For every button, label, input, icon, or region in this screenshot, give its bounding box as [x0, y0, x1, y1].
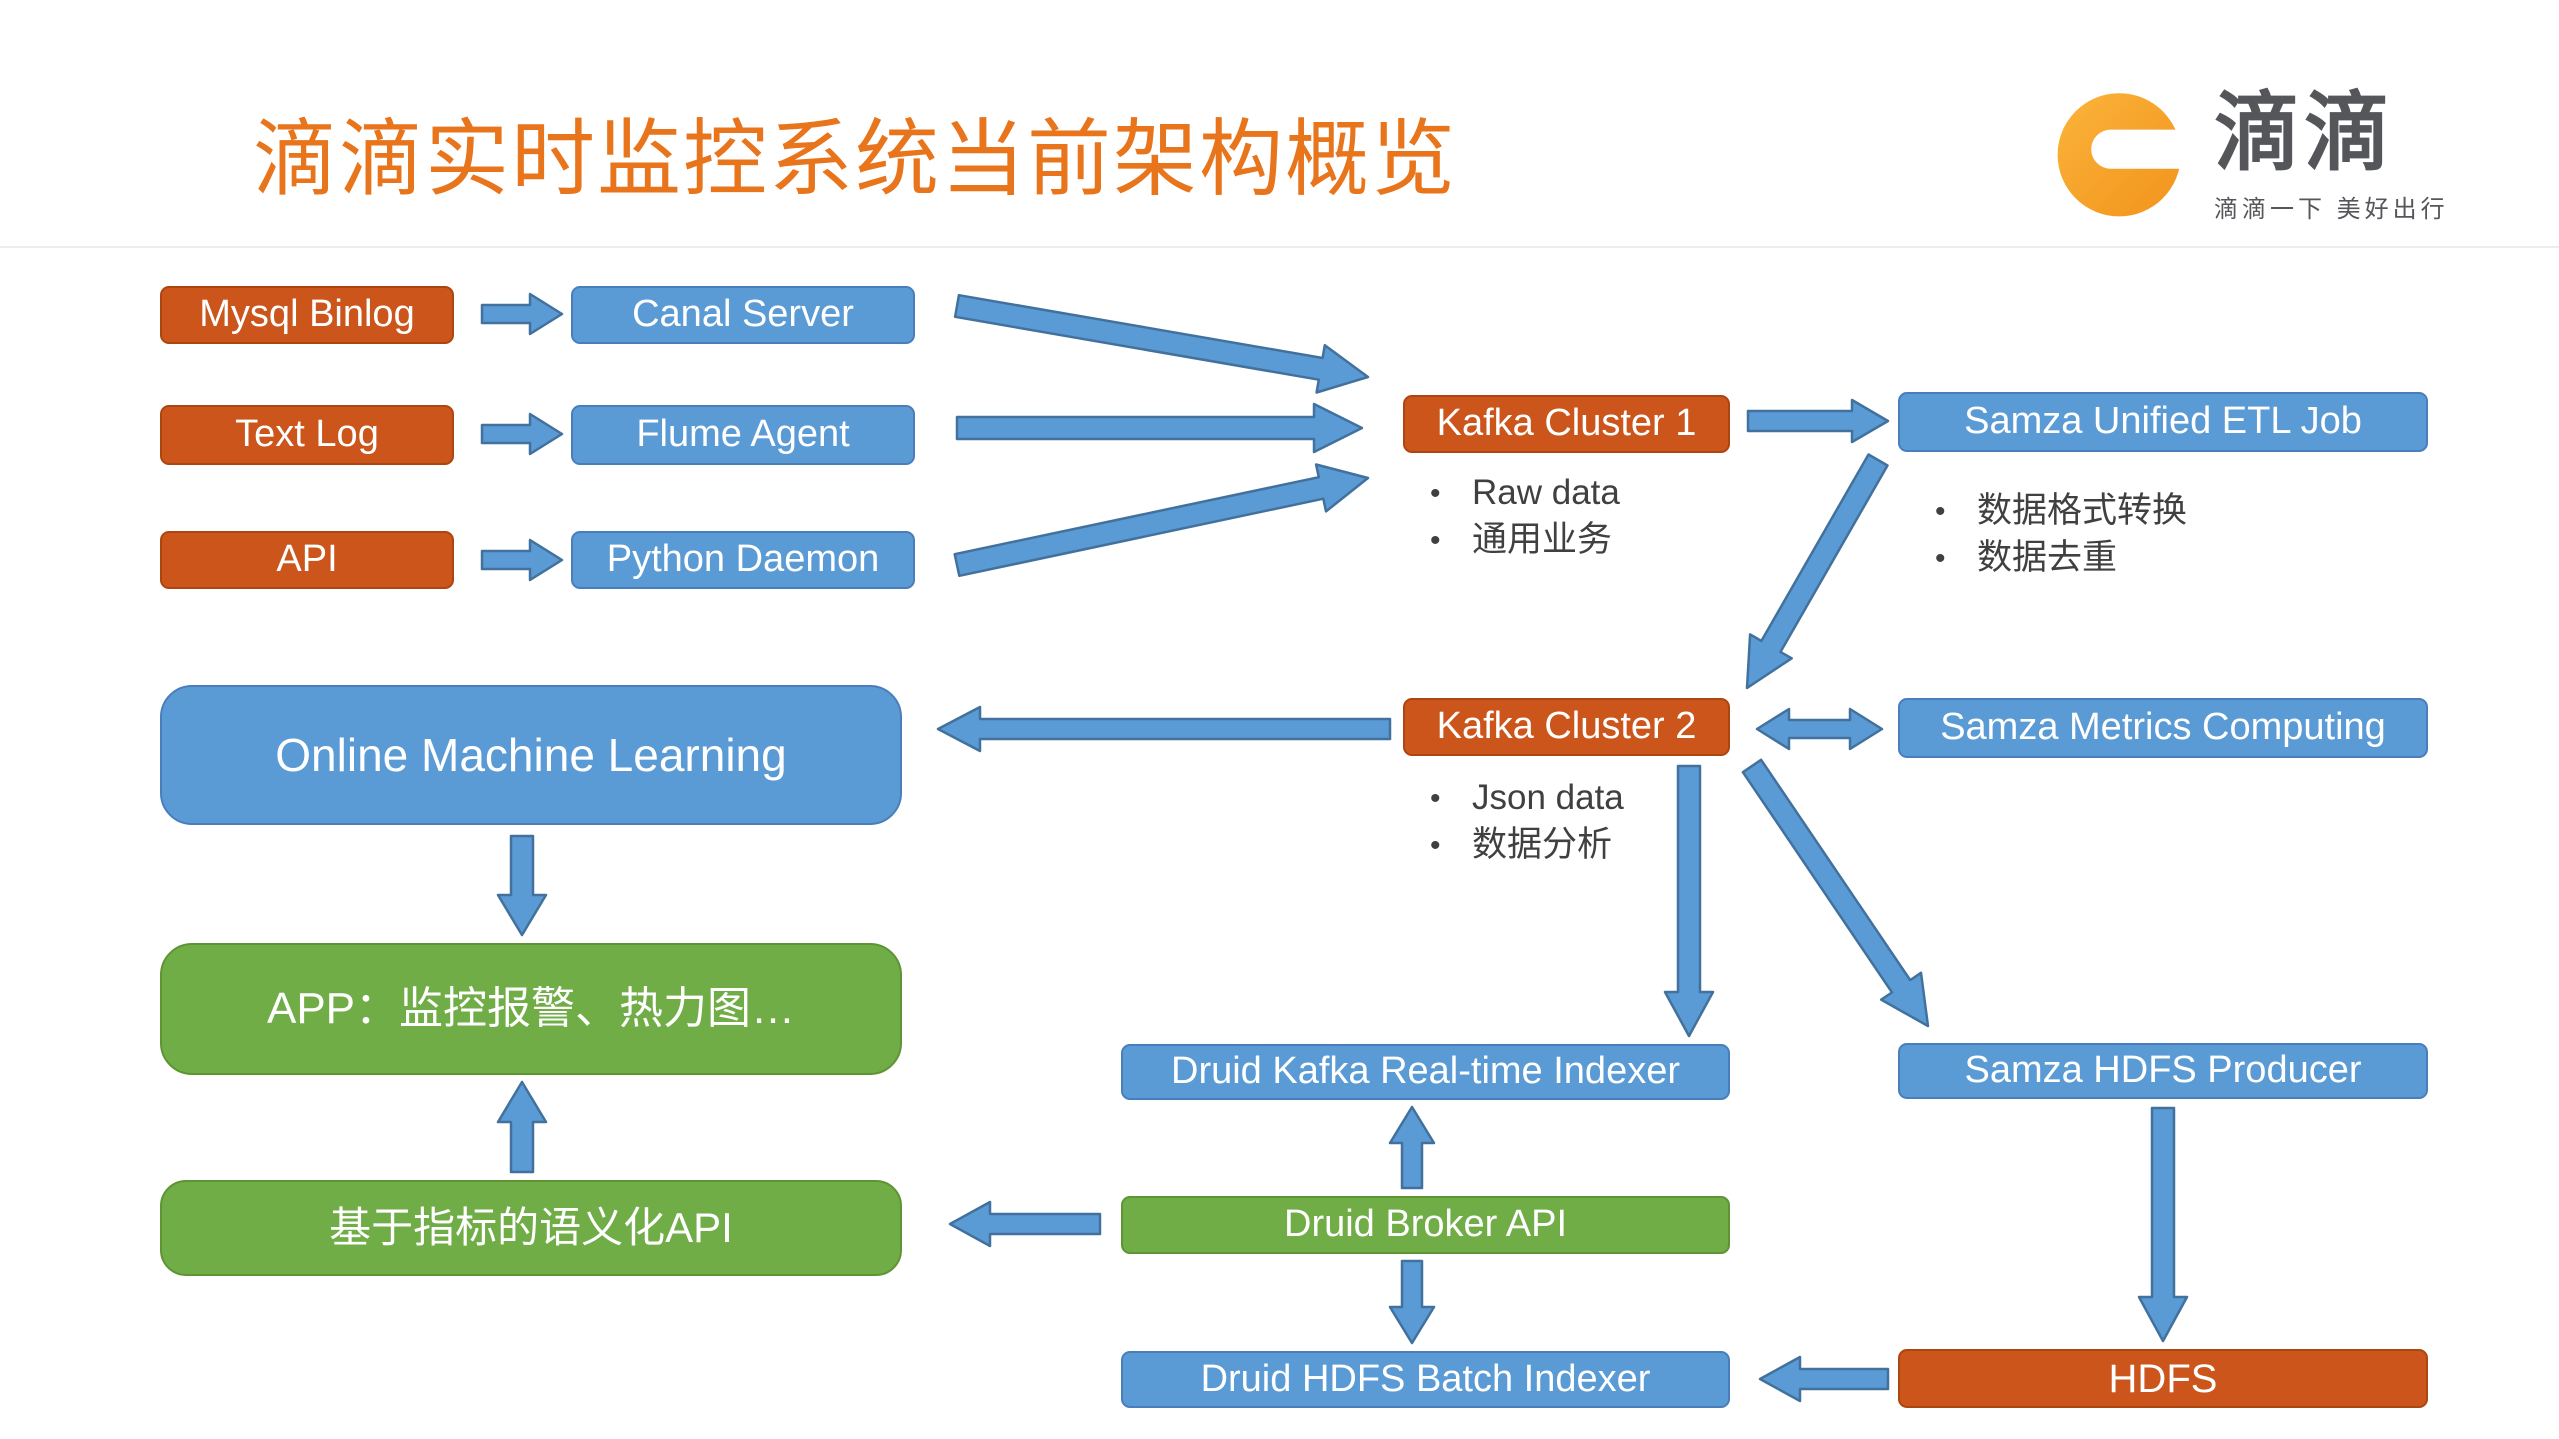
node-samza-hdfs-producer: Samza HDFS Producer	[1898, 1043, 2428, 1099]
arrow-hdfs-to-druid-hdfs-batch-indexer	[1758, 1355, 1890, 1403]
node-flume-agent: Flume Agent	[571, 405, 915, 465]
node-text-log: Text Log	[160, 405, 454, 465]
bullet-item: 数据分析	[1430, 822, 1624, 869]
node-canal-server: Canal Server	[571, 286, 915, 344]
arrow-online-ml-to-app	[496, 834, 548, 937]
bullet-item: Json data	[1430, 775, 1624, 822]
bullet-item: 数据去重	[1935, 535, 2187, 582]
node-druid-hdfs-batch-indexer: Druid HDFS Batch Indexer	[1121, 1351, 1730, 1408]
bullet-item: 通用业务	[1430, 517, 1620, 564]
arrow-api-to-python-daemon	[480, 538, 564, 582]
arrow-text-log-to-flume-agent	[480, 412, 564, 456]
node-kafka-cluster-1: Kafka Cluster 1	[1403, 395, 1730, 453]
node-kafka-cluster-2: Kafka Cluster 2	[1403, 698, 1730, 756]
arrow-kafka-cluster-2-to-online-machine-learning	[936, 705, 1392, 753]
logo-tagline: 滴滴一下 美好出行	[2214, 195, 2449, 223]
node-samza-metrics-computing: Samza Metrics Computing	[1898, 698, 2428, 758]
node-online-machine-learning: Online Machine Learning	[160, 685, 902, 825]
arrow-samza-hdfs-producer-to-hdfs	[2137, 1106, 2189, 1343]
arrow-druid-broker-to-druid-hdfs-batch-indexer	[1388, 1259, 1436, 1345]
arrow-druid-broker-to-semantic-api	[948, 1200, 1102, 1248]
node-python-daemon: Python Daemon	[571, 531, 915, 589]
slide-title: 滴滴实时监控系统当前架构概览	[253, 112, 1458, 206]
arrow-samza-etl-to-kafka-cluster-2	[1745, 453, 1889, 690]
arrow-kafka-cluster-2-to-samza-hdfs-producer	[1741, 758, 1930, 1028]
arrow-canal-server-to-kafka-cluster-1	[953, 293, 1370, 394]
arrow-kafka-cluster-1-to-samza-etl	[1746, 398, 1890, 444]
arrow-druid-broker-to-druid-realtime-indexer	[1388, 1105, 1436, 1190]
node-druid-kafka-realtime-indexer: Druid Kafka Real-time Indexer	[1121, 1044, 1730, 1100]
node-app: APP：监控报警、热力图…	[160, 943, 902, 1075]
node-samza-unified-etl-job: Samza Unified ETL Job	[1898, 392, 2428, 452]
node-hdfs: HDFS	[1898, 1349, 2428, 1408]
didi-logo-icon	[2057, 93, 2192, 217]
node-mysql-binlog: Mysql Binlog	[160, 286, 454, 344]
arrow-flume-agent-to-kafka-cluster-1	[955, 402, 1364, 454]
arrow-semantic-api-to-app	[496, 1080, 548, 1174]
header-divider	[0, 246, 2559, 248]
bullet-item: Raw data	[1430, 470, 1620, 517]
kafka-cluster-1-bullets: Raw data 通用业务	[1430, 470, 1620, 564]
logo-text-block: 滴滴 滴滴一下 美好出行	[2214, 82, 2449, 224]
kafka-cluster-2-bullets: Json data 数据分析	[1430, 775, 1624, 869]
logo-brand-text: 滴滴	[2214, 85, 2394, 181]
arrow-python-daemon-to-kafka-cluster-1	[953, 463, 1370, 578]
bullet-item: 数据格式转换	[1935, 488, 2187, 535]
node-druid-broker-api: Druid Broker API	[1121, 1196, 1730, 1254]
node-api: API	[160, 531, 454, 589]
arrow-mysql-binlog-to-canal-server	[480, 292, 564, 336]
arrow-kafka-cluster-2-to-druid-realtime-indexer	[1663, 764, 1715, 1038]
samza-etl-bullets: 数据格式转换 数据去重	[1935, 488, 2187, 582]
arrow-kafka-cluster-2-samza-metrics-bidirectional	[1755, 707, 1884, 751]
node-semantic-api: 基于指标的语义化API	[160, 1180, 902, 1276]
didi-logo: 滴滴 滴滴一下 美好出行	[2052, 82, 2449, 224]
